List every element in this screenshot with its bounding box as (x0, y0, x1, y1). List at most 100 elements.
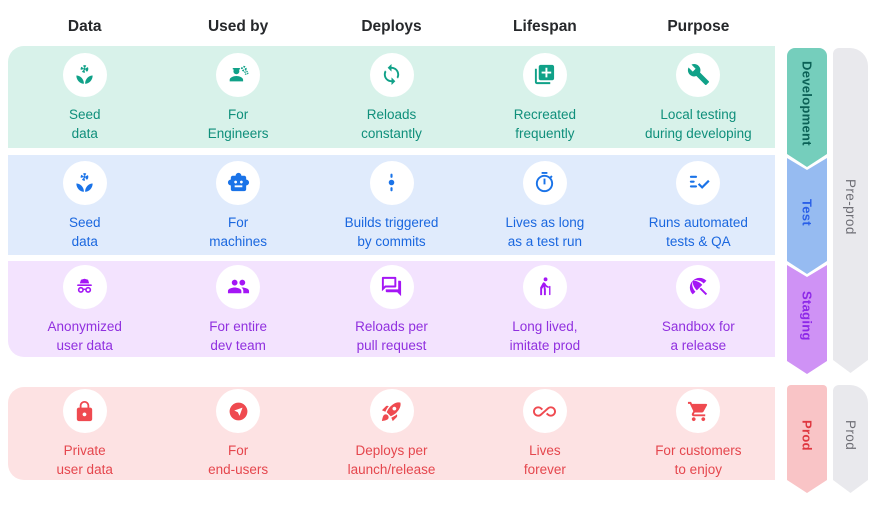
staging-cell-data: Anonymized user data (8, 261, 161, 357)
cell-label: Local testing during developing (645, 106, 752, 141)
icon-circle (216, 160, 261, 205)
column-header-used-by: Used by (207, 18, 269, 35)
prod-cell-deploys: Deploys per launch/release (315, 387, 468, 480)
cell-label: Seed data (68, 214, 101, 249)
stage-tab-label: Staging (799, 290, 815, 341)
cell-label: For entire dev team (209, 318, 267, 353)
library-add-icon (533, 63, 556, 86)
icon-circle (216, 52, 261, 97)
icon-circle (522, 264, 567, 309)
commit-icon (380, 171, 403, 194)
seed-icon (73, 171, 96, 194)
wrench-icon (687, 63, 710, 86)
row-test: Seed data For machines Builds triggered by… (8, 155, 775, 255)
icon-circle (676, 389, 721, 434)
test-cell-used-by: For machines (161, 155, 314, 255)
prod-cell-data: Private user data (8, 387, 161, 480)
rocket-icon (380, 400, 403, 423)
row-prod: Private user data For end-users Deploys pe… (8, 387, 775, 480)
icon-circle (369, 52, 414, 97)
robot-icon (227, 171, 250, 194)
cell-label: Sandbox for a release (661, 318, 735, 353)
development-cell-purpose: Local testing during developing (622, 46, 775, 148)
staging-cell-used-by: For entire dev team (161, 261, 314, 357)
icon-circle (676, 160, 721, 205)
staging-cell-purpose: Sandbox for a release (622, 261, 775, 357)
icon-circle (62, 389, 107, 434)
stage-tab-prod: Prod (787, 385, 827, 493)
cell-label: Lives as long as a test run (505, 214, 585, 249)
icon-circle (369, 264, 414, 309)
development-cell-used-by: For Engineers (161, 46, 314, 148)
globe-arrow-icon (227, 400, 250, 423)
stage-tab-label: Prod (799, 419, 815, 451)
test-cell-lifespan: Lives as long as a test run (468, 155, 621, 255)
cell-label: Deploys per launch/release (347, 443, 436, 477)
icon-circle (522, 52, 567, 97)
staging-cell-lifespan: Long lived, imitate prod (468, 261, 621, 357)
column-header-data: Data (67, 18, 102, 35)
group-icon (227, 275, 250, 298)
sync-icon (380, 63, 403, 86)
staging-cell-deploys: Reloads per pull request (315, 261, 468, 357)
stopwatch-icon (533, 171, 556, 194)
icon-circle (369, 160, 414, 205)
stage-tab-test: Test (787, 158, 827, 274)
icon-circle (62, 52, 107, 97)
stage-tab-development: Development (787, 48, 827, 167)
cell-label: Builds triggered by commits (344, 214, 439, 249)
icon-circle (216, 389, 261, 434)
row-staging: Anonymized user data For entire dev team R… (8, 261, 775, 357)
phase-arrow-label: Prod (843, 419, 858, 451)
cell-label: Private user data (56, 443, 113, 477)
development-cell-deploys: Reloads constantly (315, 46, 468, 148)
seed-icon (73, 63, 96, 86)
engineer-icon (227, 63, 250, 86)
test-cell-data: Seed data (8, 155, 161, 255)
test-cell-purpose: Runs automated tests & QA (622, 155, 775, 255)
icon-circle (522, 160, 567, 205)
cell-label: Runs automated tests & QA (648, 214, 748, 249)
cell-label: For machines (209, 214, 267, 249)
infinity-icon (533, 400, 557, 423)
icon-circle (369, 389, 414, 434)
cell-label: Recreated frequently (513, 106, 577, 141)
icon-circle (62, 160, 107, 205)
cell-label: Reloads constantly (361, 106, 422, 141)
elderly-icon (533, 275, 556, 298)
prod-cell-used-by: For end-users (161, 387, 314, 480)
column-header-purpose: Purpose (667, 18, 730, 35)
column-headers: Data Used by Deploys Lifespan Purpose (8, 18, 775, 36)
cell-label: Lives forever (523, 443, 566, 477)
checklist-icon (687, 171, 710, 194)
stage-tab-staging: Staging (787, 265, 827, 374)
stage-tab-label: Test (799, 198, 815, 226)
prod-cell-lifespan: Lives forever (468, 387, 621, 480)
cell-label: Seed data (68, 106, 101, 141)
column-header-lifespan: Lifespan (513, 18, 577, 35)
cell-label: For end-users (208, 443, 269, 477)
cell-label: Anonymized user data (47, 318, 122, 353)
icon-circle (676, 52, 721, 97)
incognito-icon (73, 275, 96, 298)
phase-arrow-prod: Prod (833, 385, 868, 493)
development-cell-data: Seed data (8, 46, 161, 148)
phase-arrow-pre-prod: Pre-prod (833, 48, 868, 373)
icon-circle (62, 264, 107, 309)
prod-cell-purpose: For customers to enjoy (622, 387, 775, 480)
test-cell-deploys: Builds triggered by commits (315, 155, 468, 255)
lock-icon (73, 400, 96, 423)
cell-label: Long lived, imitate prod (509, 318, 581, 353)
icon-circle (676, 264, 721, 309)
beach-umbrella-icon (687, 275, 710, 298)
icon-circle (522, 389, 567, 434)
icon-circle (216, 264, 261, 309)
cell-label: Reloads per pull request (355, 318, 428, 353)
column-header-deploys: Deploys (361, 18, 422, 35)
stage-tab-label: Development (799, 61, 815, 146)
development-cell-lifespan: Recreated frequently (468, 46, 621, 148)
phase-arrow-label: Pre-prod (843, 178, 858, 235)
